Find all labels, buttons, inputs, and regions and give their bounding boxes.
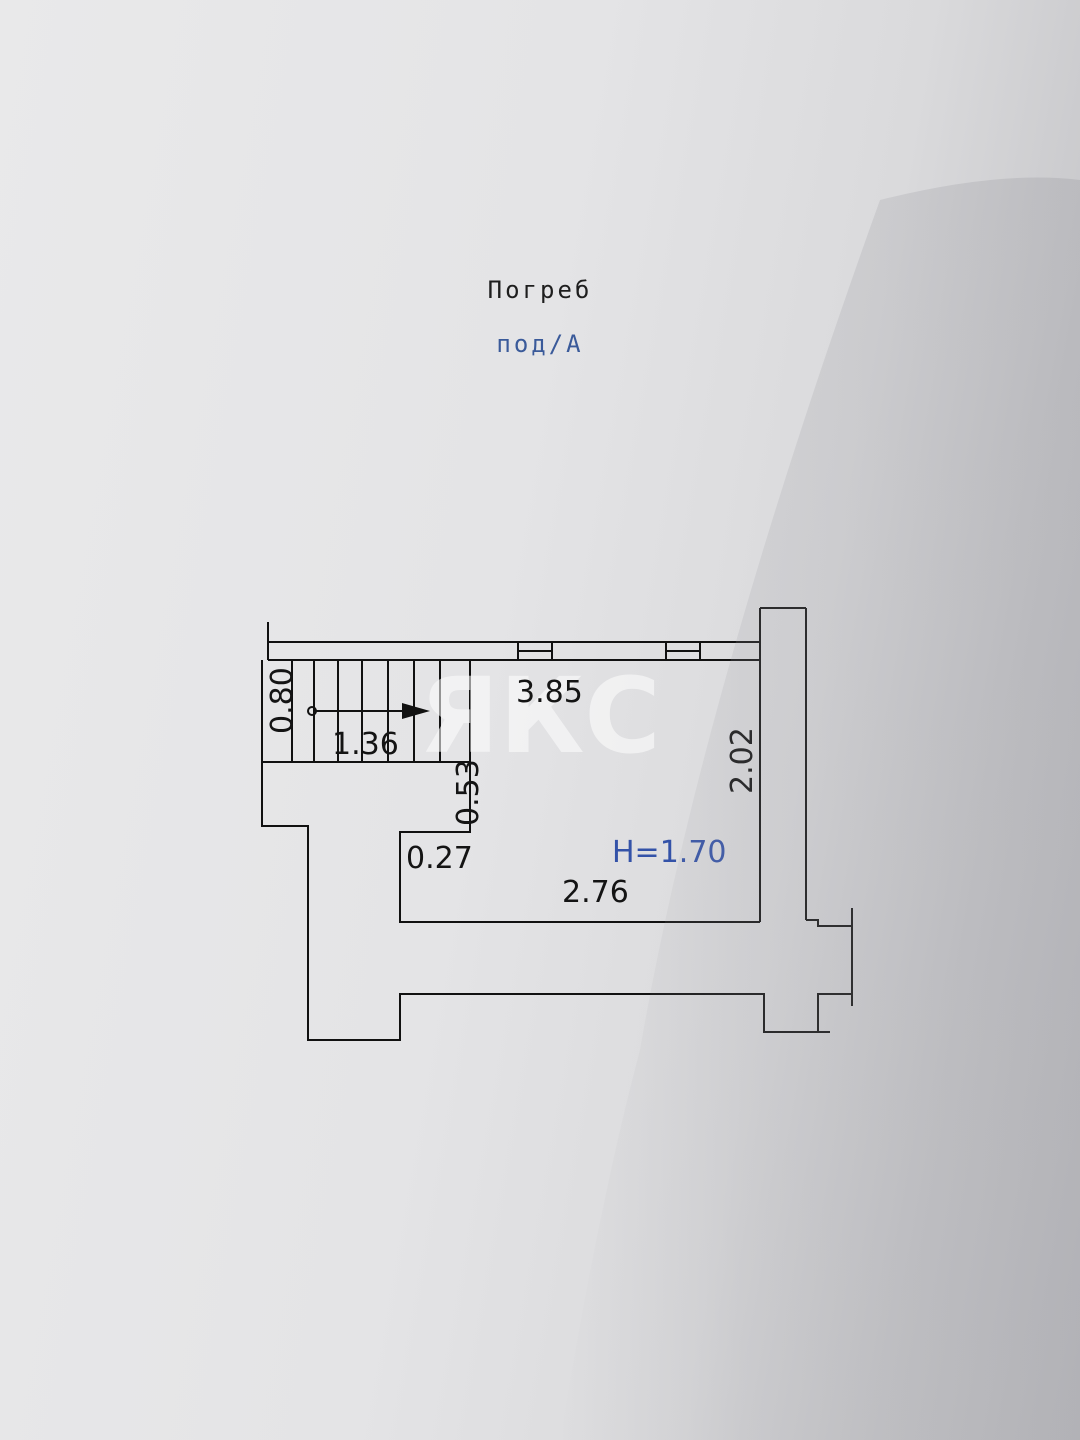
dim-width-top: 3.85 xyxy=(516,675,583,710)
room-inner-outline xyxy=(399,660,760,923)
dim-step-depth: 0.53 xyxy=(451,759,486,826)
wall-outer-bottom xyxy=(261,762,853,1041)
arrow-head-icon xyxy=(402,703,430,719)
watermark: ЯКС xyxy=(419,655,660,777)
dim-height: H=1.70 xyxy=(612,835,727,870)
dim-stair-length: 1.36 xyxy=(332,727,399,762)
dim-depth-right: 2.02 xyxy=(725,727,760,794)
dim-ledge: 0.27 xyxy=(406,841,473,876)
dim-stair-width: 0.80 xyxy=(265,667,300,734)
dim-width-bottom: 2.76 xyxy=(562,875,629,910)
